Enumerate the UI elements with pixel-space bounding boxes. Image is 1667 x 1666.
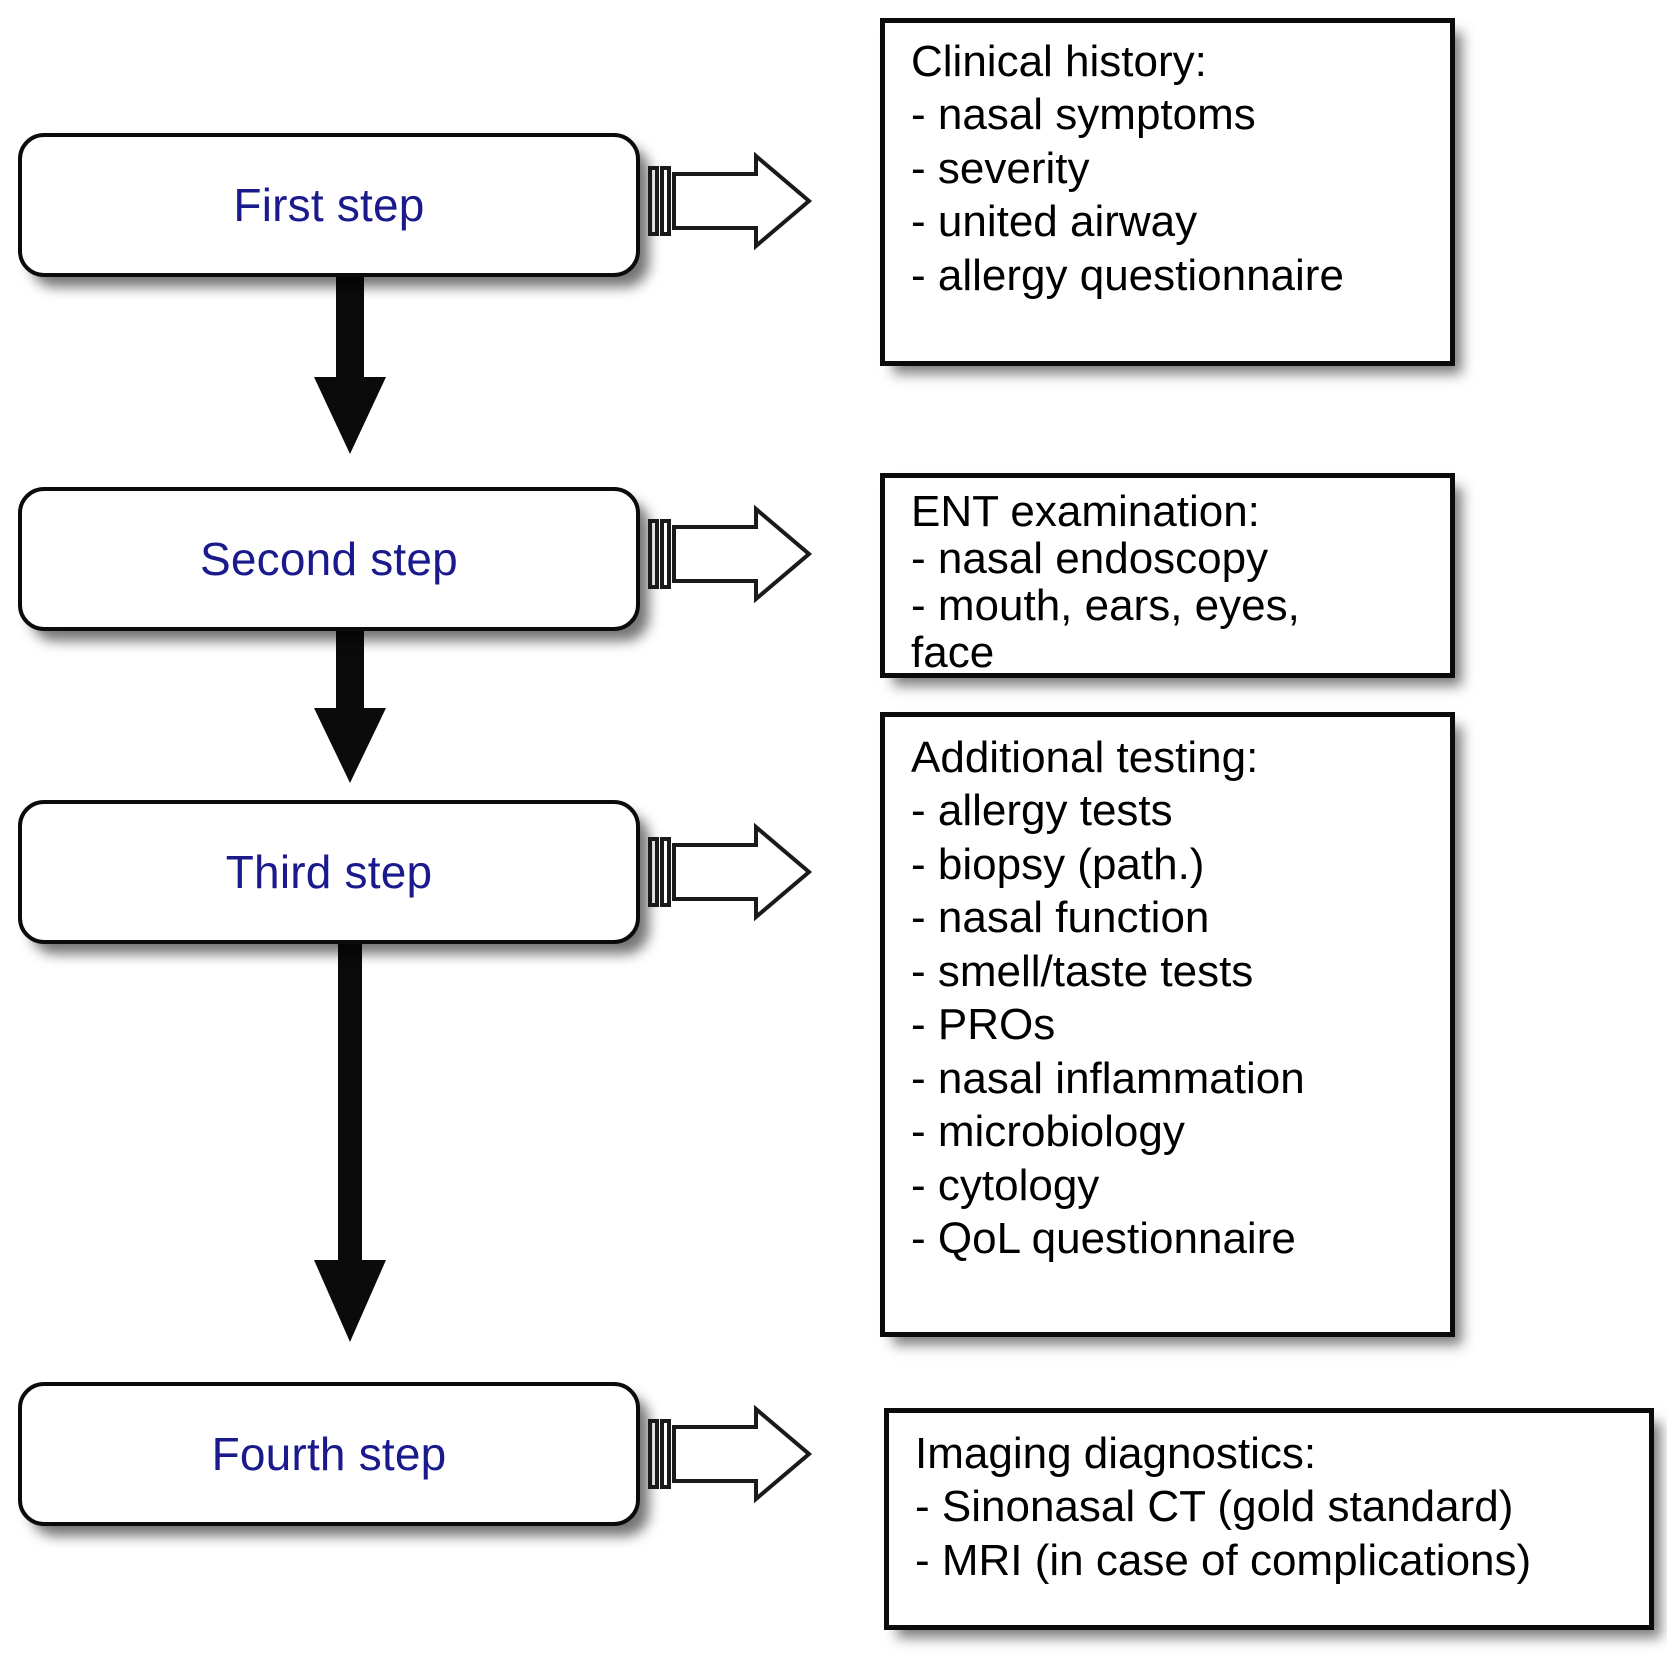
block-right-arrow-icon-1 [648, 152, 813, 250]
panel-item-cont: face [911, 628, 995, 678]
step-label-fourth: Fourth step [211, 1428, 447, 1480]
panel-item: - Sinonasal CT (gold standard) [915, 1482, 1514, 1532]
panel-item: - allergy tests [911, 786, 1173, 836]
panel-item: - smell/taste tests [911, 946, 1254, 996]
panel-clinical-history: Clinical history: - nasal symptoms - sev… [880, 18, 1455, 366]
panel-item: - QoL questionnaire [911, 1214, 1296, 1264]
panel-heading: Additional testing: [911, 733, 1259, 782]
panel-heading: ENT examination: [911, 487, 1260, 536]
step-label-first: First step [233, 179, 425, 231]
block-right-arrow-icon-3 [648, 823, 813, 921]
panel-item: - nasal endoscopy [911, 534, 1269, 584]
down-arrow-icon-2 [314, 626, 386, 783]
panel-item: - severity [911, 143, 1090, 193]
panel-heading: Clinical history: [911, 37, 1207, 86]
panel-additional-testing: Additional testing: - allergy tests - bi… [880, 712, 1455, 1337]
down-arrow-icon-1 [314, 272, 386, 454]
step-box-first[interactable]: First step [18, 133, 640, 277]
block-right-arrow-icon-2 [648, 505, 813, 603]
panel-item: - nasal inflammation [911, 1053, 1305, 1103]
panel-item: - microbiology [911, 1107, 1185, 1157]
panel-item: - mouth, ears, eyes, [911, 581, 1300, 631]
panel-heading: Imaging diagnostics: [915, 1429, 1317, 1478]
panel-item: - nasal symptoms [911, 90, 1256, 140]
step-label-second: Second step [200, 533, 458, 585]
panel-item: - cytology [911, 1160, 1100, 1210]
down-arrow-icon-3 [314, 905, 386, 1342]
step-box-third[interactable]: Third step [18, 800, 640, 944]
panel-item: - allergy questionnaire [911, 250, 1344, 300]
panel-item: - united airway [911, 197, 1198, 247]
step-label-third: Third step [225, 846, 433, 898]
panel-item: - biopsy (path.) [911, 839, 1205, 889]
panel-imaging-diagnostics: Imaging diagnostics: - Sinonasal CT (gol… [884, 1408, 1654, 1630]
panel-item: - MRI (in case of complications) [915, 1535, 1532, 1585]
block-right-arrow-icon-4 [648, 1405, 813, 1503]
panel-item: - nasal function [911, 893, 1210, 943]
step-box-fourth[interactable]: Fourth step [18, 1382, 640, 1526]
step-box-second[interactable]: Second step [18, 487, 640, 631]
panel-item: - PROs [911, 1000, 1056, 1050]
panel-ent-examination: ENT examination: - nasal endoscopy - mou… [880, 473, 1455, 678]
